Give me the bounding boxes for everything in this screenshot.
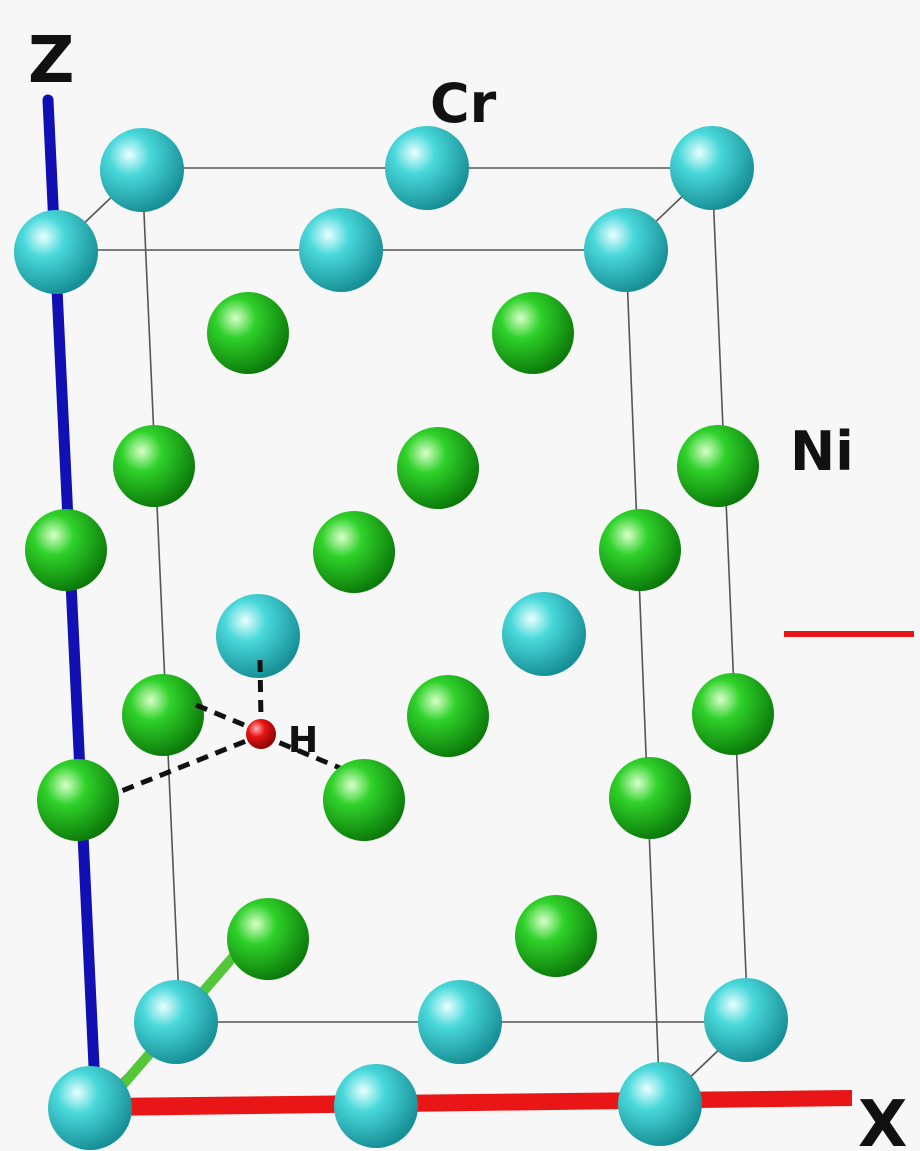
ni-atom (397, 427, 479, 509)
ni-atom (677, 425, 759, 507)
cr-label: Cr (430, 72, 497, 135)
x-axis-line (100, 1090, 852, 1116)
hydrogen-bonds (103, 659, 341, 801)
cell-edge (141, 167, 181, 1023)
ni-atom (599, 509, 681, 591)
h-ni-bond (103, 732, 262, 801)
ni-atom (313, 511, 395, 593)
h-cr-bond (257, 659, 264, 721)
ni-atom (227, 898, 309, 980)
ni-label: Ni (790, 420, 854, 483)
cr-atom (14, 210, 98, 294)
cr-atom (48, 1066, 132, 1150)
cr-atom (334, 1064, 418, 1148)
atoms-back-layer (100, 126, 788, 1064)
h-ni-bond (260, 732, 341, 771)
cell-edge (625, 249, 661, 1107)
cr-atom (584, 208, 668, 292)
atoms-front-layer (14, 208, 702, 1150)
cr-atom (704, 978, 788, 1062)
ni-atom (515, 895, 597, 977)
h-ni-bond (195, 702, 262, 735)
cr-atom (670, 126, 754, 210)
cr-atom (134, 980, 218, 1064)
cr-atom (618, 1062, 702, 1146)
cr-atom (502, 592, 586, 676)
cr-atom (418, 980, 502, 1064)
ni-atom (407, 675, 489, 757)
ni-atom (323, 759, 405, 841)
unit-cell-edges (55, 167, 749, 1107)
ni-atom (25, 509, 107, 591)
ni-atom (492, 292, 574, 374)
cr-atom (216, 594, 300, 678)
z-axis-label: Z (28, 24, 74, 98)
h-label: H (288, 720, 318, 761)
ni-atom (692, 673, 774, 755)
cr-atom (100, 128, 184, 212)
ni-atom (113, 425, 195, 507)
cr-atom (299, 208, 383, 292)
h-atom (246, 719, 276, 749)
ni-atom (122, 674, 204, 756)
cr-atom (385, 126, 469, 210)
x-axis-label: X (858, 1088, 907, 1151)
ni-atom (37, 759, 119, 841)
ni-atom (609, 757, 691, 839)
ni-atom (207, 292, 289, 374)
cell-edge (711, 167, 749, 1023)
